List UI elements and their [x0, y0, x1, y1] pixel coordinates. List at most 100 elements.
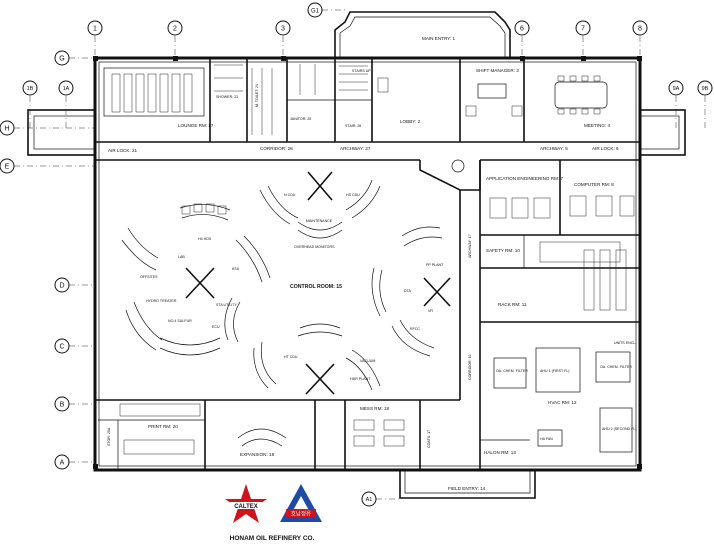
grid-bubble-label: 6	[520, 26, 524, 33]
grid-bubble-e: E	[0, 158, 15, 174]
label-control-room: CONTROL ROOM: 15	[290, 284, 342, 290]
label-corridor-side: CORRIDOR: 16	[468, 354, 472, 380]
grid-bubble-2: 2	[167, 20, 183, 36]
console-cluster-right	[371, 226, 443, 357]
rack-equipment	[583, 249, 627, 311]
column-round	[451, 159, 465, 173]
print-room-furniture	[119, 403, 201, 455]
workstation-x-left	[185, 267, 215, 299]
grid-bubble-label: 2	[173, 26, 177, 33]
grid-bubble-label: A	[60, 460, 65, 467]
label-ht-cdu: HT CDU	[284, 355, 298, 359]
app-eng-furniture	[489, 195, 635, 263]
label-halon-rm: HALON RM: 13	[484, 450, 516, 455]
console-cluster-left	[121, 203, 271, 356]
mess-furniture	[353, 419, 405, 447]
label-vr: VR	[428, 309, 433, 313]
label-oa-filter-left: OA. CHEM. FILTER	[496, 369, 528, 373]
grid-bubble-label: E	[5, 164, 10, 171]
hvac-equipment	[493, 347, 633, 453]
label-rfcc: RFCC	[410, 327, 420, 331]
workstation-x-bottom	[305, 363, 335, 395]
label-vacuum: VACUUM	[360, 359, 375, 363]
label-air-lock-right: AIR LOCK: 6	[592, 146, 619, 151]
label-n-cdu: N CDU	[284, 193, 296, 197]
label-ksu: KSU	[232, 267, 240, 271]
label-overhead-monitors: OVERHEAD MONITORS	[294, 245, 335, 249]
label-shift-manager: SHIFT MANAGER: 3	[476, 68, 519, 73]
lounge-furniture	[103, 64, 389, 135]
grid-bubble-g1: G1	[307, 2, 323, 18]
grid-bubble-9b: 9B	[697, 80, 713, 96]
label-ecu: ECU	[212, 325, 220, 329]
label-print-rm: PRINT RM: 20	[148, 424, 178, 429]
label-expansion: EXPANSION: 19	[240, 452, 275, 457]
label-h4-hds: H4 HDS	[198, 237, 212, 241]
grid-bubble-3: 3	[275, 20, 291, 36]
grid-bubble-label: 1	[93, 26, 97, 33]
grid-bubble-label: 1A	[63, 86, 70, 92]
grid-bubble-label: C	[59, 344, 64, 351]
label-hvac-rm: HVAC RM: 12	[548, 400, 577, 405]
label-hydro-treater: HYDRO TREATER	[146, 299, 177, 303]
label-archway-side: ARCHWAY: 17	[468, 234, 472, 258]
label-archway-27: ARCHWAY: 27	[340, 146, 371, 151]
grid-bubble-6: 6	[514, 20, 530, 36]
label-coats: COATS: 17	[427, 430, 431, 448]
grid-bubble-label: G1	[311, 9, 320, 15]
interior-walls	[93, 56, 642, 470]
caltex-logo: CALTEX	[225, 484, 267, 523]
label-app-eng: APPLICATION ENGINEERING RM: 7	[486, 176, 563, 181]
grid-bubble-1: 1	[87, 20, 103, 36]
grid-bubble-7: 7	[575, 20, 591, 36]
label-safety-rm: SAFETY RM: 10	[486, 248, 520, 253]
grid-bubble-9a: 9A	[668, 80, 684, 96]
workstation-x-right	[423, 277, 451, 307]
caltex-wordmark: CALTEX	[234, 504, 258, 510]
grid-bubble-label: D	[59, 283, 64, 290]
label-main-entry: MAIN ENTRY: 1	[422, 36, 456, 41]
grid-bubble-a1: A1	[361, 491, 377, 507]
grid-bubble-label: 9B	[702, 86, 709, 92]
grid-bubble-h: H	[0, 120, 15, 136]
label-stor: STOR: 20A	[107, 427, 111, 446]
console-cluster-bottom	[253, 323, 381, 391]
honam-wordmark: 호남정유	[291, 510, 311, 518]
label-corridor-top: CORRIDOR: 28	[260, 146, 293, 151]
label-shower: SHOWER: 23	[216, 95, 238, 99]
grid-bubble-label: 1B	[27, 86, 34, 92]
console-cluster-top	[259, 179, 381, 239]
grid-bubble-label: B	[60, 402, 65, 409]
grid-bubble-8: 8	[632, 20, 648, 36]
grid-bubble-a: A	[54, 454, 70, 470]
grid-bubble-label: 7	[581, 26, 585, 33]
label-field-entry: FIELD ENTRY: 14	[448, 486, 486, 491]
grid-bubble-label: A1	[366, 497, 373, 503]
grid-bubble-c: C	[54, 338, 70, 354]
label-janitor: JANITOR: 25	[290, 117, 311, 121]
label-stair: STAIR: 26	[345, 124, 361, 128]
grid-bubble-d: D	[54, 277, 70, 293]
label-hs-cdu: HS CDU	[346, 193, 360, 197]
label-ha-fan: HA FAN	[540, 437, 553, 441]
label-maintenance: MAINTENANCE	[306, 219, 333, 223]
label-computer-rm: COMPUTER RM: 8	[574, 182, 614, 187]
grid-bubble-label: H	[4, 126, 9, 133]
company-caption: HONAM OIL REFINERY CO.	[230, 535, 315, 542]
label-unit-note: UNITS ENCL.	[614, 341, 636, 345]
grid-bubble-label: G	[59, 56, 64, 63]
grid-bubble-label: 8	[638, 26, 642, 33]
label-lobby: LOBBY: 2	[400, 119, 421, 124]
exterior-walls	[27, 11, 686, 499]
label-mess-rm: MESS RM: 18	[360, 406, 390, 411]
label-hdr-plant: HDR PLANT	[350, 377, 371, 381]
grid-bubble-b: B	[54, 396, 70, 412]
grid-bubble-g: G	[54, 50, 70, 66]
label-archway-5: ARCHWAY: 5	[540, 146, 568, 151]
grid-bubble-label: 3	[281, 26, 285, 33]
expansion-furniture	[237, 428, 287, 447]
label-lounge: LOUNGE RM: 27	[178, 123, 214, 128]
label-dta: DTA	[404, 289, 412, 293]
label-ahu2: AHU 2 (SECOND FL)	[602, 427, 637, 431]
label-rack-rm: RACK RM: 11	[498, 302, 527, 307]
